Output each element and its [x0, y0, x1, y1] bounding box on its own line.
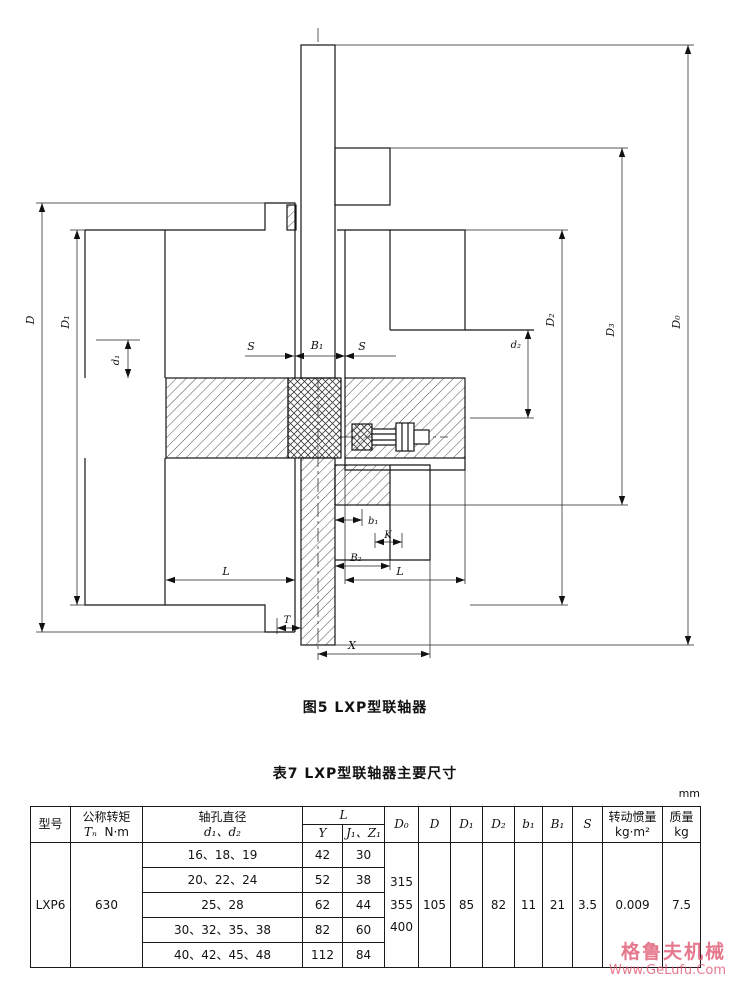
brake-disc-lower — [300, 457, 336, 646]
col-header-J1Z1: J₁、Z₁ — [342, 824, 385, 843]
label-D: D — [24, 315, 37, 325]
cell-J: 84 — [342, 942, 385, 968]
col-header-S: S — [572, 806, 603, 843]
label-B1: B₁ — [310, 339, 324, 352]
dimension-labels: D D₁ d₁ S B₁ S d₂ D₂ D₃ D₀ L L b₁ K B₂ T… — [24, 313, 683, 652]
flange-pin — [286, 204, 297, 231]
label-D2: D₂ — [544, 313, 557, 327]
label-L-right: L — [395, 565, 403, 578]
col-header-mass: 质量 kg — [662, 806, 701, 843]
cell-bores: 30、32、35、38 — [142, 917, 303, 943]
label-d2: d₂ — [511, 340, 521, 351]
mass-title: 质量 — [669, 809, 694, 824]
label-T: T — [284, 615, 292, 626]
bore-symbol: d₁、d₂ — [204, 824, 241, 839]
label-D3: D₃ — [604, 323, 617, 337]
label-b1: b₁ — [368, 516, 378, 527]
left-hub-section — [165, 377, 289, 459]
cell-S: 3.5 — [572, 842, 603, 968]
cell-Y: 42 — [302, 842, 343, 868]
cell-D0: 315 355 400 — [384, 842, 419, 968]
cell-J: 44 — [342, 892, 385, 918]
brake-disc-upper — [300, 44, 336, 379]
disc-flange — [334, 464, 391, 506]
label-K: K — [383, 530, 392, 541]
elastomer-section — [287, 377, 342, 459]
cell-D0-v1: 315 — [390, 874, 413, 889]
dimension-table: 型号 公称转矩 Tₙ N·m 轴孔直径 d₁、d₂ L D₀ D D₁ D₂ b… — [30, 806, 701, 968]
col-header-torque: 公称转矩 Tₙ N·m — [70, 806, 143, 843]
cell-b1: 11 — [514, 842, 543, 968]
cell-bores: 16、18、19 — [142, 842, 303, 868]
cell-D0-v2: 355 — [390, 897, 413, 912]
cell-B1: 21 — [542, 842, 573, 968]
label-D0: D₀ — [670, 315, 683, 330]
torque-symbol: Tₙ — [84, 824, 97, 839]
table-row: 30、32、35、38 82 60 — [31, 917, 701, 943]
cell-Y: 52 — [302, 867, 343, 893]
col-header-L: L — [302, 806, 385, 825]
header-row-1: 型号 公称转矩 Tₙ N·m 轴孔直径 d₁、d₂ L D₀ D D₁ D₂ b… — [30, 806, 701, 843]
col-header-Y: Y — [302, 824, 343, 843]
cell-D2: 82 — [482, 842, 515, 968]
cell-bores: 40、42、45、48 — [142, 942, 303, 968]
centerlines — [317, 28, 448, 660]
label-L-left: L — [221, 565, 229, 578]
cell-bores: 20、22、24 — [142, 867, 303, 893]
table-row: 40、42、45、48 112 84 — [31, 942, 701, 968]
clamp-bolt — [351, 422, 430, 452]
label-d1: d₁ — [111, 355, 122, 365]
disc-collar — [334, 147, 391, 206]
label-X: X — [347, 639, 357, 652]
cell-Y: 82 — [302, 917, 343, 943]
cell-J: 30 — [342, 842, 385, 868]
torque-unit: N·m — [104, 824, 129, 839]
table-unit: mm — [678, 787, 700, 800]
label-S-right: S — [358, 340, 366, 353]
cell-mass: 7.5 — [662, 842, 701, 968]
inertia-unit: kg·m² — [615, 824, 650, 839]
cell-torque: 630 — [70, 842, 143, 968]
cell-J: 38 — [342, 867, 385, 893]
col-header-inertia: 转动惯量 kg·m² — [602, 806, 663, 843]
col-header-D2: D₂ — [482, 806, 515, 843]
cell-bores: 25、28 — [142, 892, 303, 918]
inertia-title: 转动惯量 — [608, 809, 657, 824]
col-header-B1: B₁ — [542, 806, 573, 843]
cell-model: LXP6 — [30, 842, 71, 968]
table-row: LXP6 630 16、18、19 42 30 315 355 400 105 … — [30, 842, 701, 968]
cell-J: 60 — [342, 917, 385, 943]
col-header-b1: b₁ — [514, 806, 543, 843]
cell-Y: 62 — [302, 892, 343, 918]
col-header-D: D — [418, 806, 451, 843]
mass-unit: kg — [674, 824, 689, 839]
cell-Y: 112 — [302, 942, 343, 968]
cell-D1: 85 — [450, 842, 483, 968]
col-header-D1: D₁ — [450, 806, 483, 843]
table-title: 表7 LXP型联轴器主要尺寸 — [272, 766, 458, 782]
col-header-bore: 轴孔直径 d₁、d₂ — [142, 806, 303, 843]
cell-inertia: 0.009 — [602, 842, 663, 968]
dimension-lines — [36, 44, 694, 658]
cell-D: 105 — [418, 842, 451, 968]
coupling-section-drawing: D D₁ d₁ S B₁ S d₂ D₂ D₃ D₀ L L b₁ K B₂ T… — [24, 28, 694, 660]
coupling-structure — [84, 44, 534, 646]
bore-title: 轴孔直径 — [198, 809, 247, 824]
cell-D0-v3: 400 — [390, 920, 413, 935]
label-B2: B₂ — [349, 553, 361, 564]
label-S-left: S — [247, 340, 255, 353]
col-header-D0: D₀ — [384, 806, 419, 843]
table-row: 20、22、24 52 38 — [31, 867, 701, 893]
label-D1: D₁ — [59, 315, 72, 329]
figure-caption: 图5 LXP型联轴器 — [302, 700, 428, 716]
header-row-2: Y J₁、Z₁ — [31, 824, 701, 843]
col-header-model: 型号 — [30, 806, 71, 843]
torque-title: 公称转矩 — [82, 809, 131, 824]
